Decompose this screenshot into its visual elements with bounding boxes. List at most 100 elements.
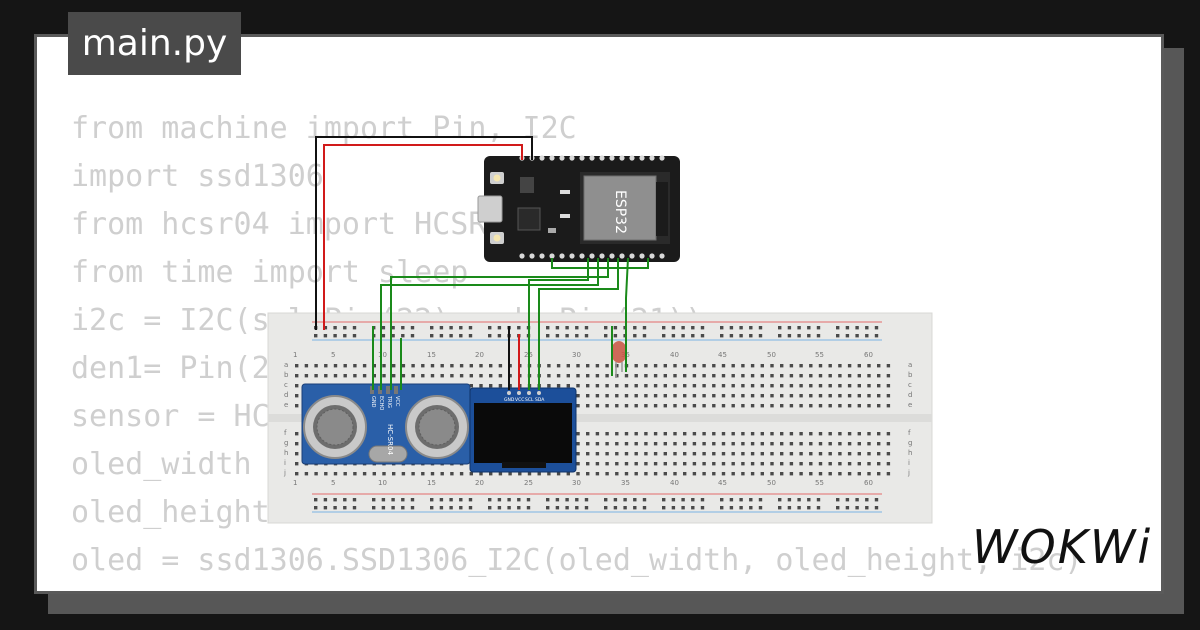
row-letter: a xyxy=(284,361,288,369)
col-number: 20 xyxy=(475,351,484,359)
breadboard-hole xyxy=(449,498,453,502)
breadboard-hole xyxy=(845,506,850,510)
led[interactable] xyxy=(611,341,627,378)
breadboard-hole xyxy=(877,374,881,378)
breadboard-hole xyxy=(729,326,734,330)
breadboard-hole xyxy=(615,442,619,446)
breadboard-hole xyxy=(488,506,492,510)
breadboard-hole xyxy=(780,394,784,398)
breadboard-hole xyxy=(644,364,648,368)
breadboard-hole xyxy=(720,506,724,510)
breadboard-hole xyxy=(498,472,503,476)
esp32-pin xyxy=(569,253,575,259)
breadboard-hole xyxy=(750,462,755,466)
breadboard-hole xyxy=(430,374,435,378)
breadboard-hole xyxy=(634,432,638,436)
breadboard-hole xyxy=(624,404,629,408)
breadboard-hole xyxy=(565,506,569,510)
breadboard-hole xyxy=(624,374,629,378)
breadboard-hole xyxy=(741,452,745,456)
breadboard-hole xyxy=(750,452,755,456)
col-number: 45 xyxy=(718,351,727,359)
breadboard-hole xyxy=(818,374,823,378)
breadboard-hole xyxy=(855,506,859,510)
breadboard-hole xyxy=(642,326,647,330)
breadboard-hole xyxy=(449,506,453,510)
breadboard-hole xyxy=(411,374,415,378)
breadboard-hole xyxy=(855,326,859,330)
breadboard-hole xyxy=(613,326,618,330)
breadboard-hole xyxy=(497,334,502,338)
breadboard-hole xyxy=(681,334,685,338)
breadboard-hole xyxy=(391,506,395,510)
breadboard-hole xyxy=(692,374,697,378)
breadboard-hole xyxy=(838,452,842,456)
breadboard-hole xyxy=(770,432,774,436)
breadboard-hole xyxy=(613,506,618,510)
breadboard-hole xyxy=(780,432,784,436)
breadboard-hole xyxy=(653,404,658,408)
breadboard-hole xyxy=(323,506,328,510)
breadboard-hole xyxy=(797,498,801,502)
row-letter: e xyxy=(284,401,288,409)
wire-gnd xyxy=(315,136,533,330)
breadboard-hole xyxy=(809,472,813,476)
wire-vcc xyxy=(323,144,523,330)
breadboard-hole xyxy=(653,452,658,456)
ultrasonic-sensor[interactable]: HC-SR04 GND ECHO TRIG VCC xyxy=(301,383,471,465)
breadboard-hole xyxy=(440,472,444,476)
breadboard-hole xyxy=(809,442,813,446)
breadboard-hole xyxy=(576,452,580,456)
breadboard-hole xyxy=(333,364,338,368)
breadboard-hole xyxy=(867,404,871,408)
breadboard-hole xyxy=(721,452,726,456)
breadboard-hole xyxy=(865,498,869,502)
breadboard-hole xyxy=(352,498,357,502)
breadboard-hole xyxy=(555,506,560,510)
breadboard-hole xyxy=(702,374,706,378)
breadboard-hole xyxy=(847,462,852,466)
breadboard-hole xyxy=(816,326,821,330)
breadboard-hole xyxy=(498,374,503,378)
breadboard-hole xyxy=(381,326,386,330)
row-letter: j xyxy=(283,469,286,477)
esp32-pin xyxy=(639,155,645,161)
breadboard-hole xyxy=(809,374,813,378)
breadboard-hole xyxy=(818,404,823,408)
breadboard-hole xyxy=(605,462,609,466)
breadboard-hole xyxy=(507,498,511,502)
breadboard-hole xyxy=(673,404,677,408)
breadboard-hole xyxy=(838,442,842,446)
breadboard-hole xyxy=(683,442,687,446)
breadboard-hole xyxy=(653,374,658,378)
breadboard-hole xyxy=(381,506,386,510)
breadboard-hole xyxy=(410,498,415,502)
breadboard-hole xyxy=(586,384,590,388)
breadboard-hole xyxy=(838,374,842,378)
row-letter: i xyxy=(908,459,910,467)
esp32-board[interactable]: ESP32 xyxy=(477,155,680,262)
breadboard-hole xyxy=(874,506,879,510)
breadboard-hole xyxy=(324,374,328,378)
breadboard-hole xyxy=(691,506,695,510)
breadboard-hole xyxy=(721,462,726,466)
breadboard-hole xyxy=(489,472,493,476)
oled-display[interactable]: GND VCC SCL SDA xyxy=(469,387,577,473)
row-letter: f xyxy=(284,429,287,437)
breadboard-hole xyxy=(662,334,666,338)
breadboard-hole xyxy=(877,462,881,466)
breadboard-hole xyxy=(770,404,774,408)
breadboard-hole xyxy=(382,364,386,368)
breadboard-hole xyxy=(857,404,861,408)
breadboard-hole xyxy=(663,374,667,378)
breadboard-hole xyxy=(547,374,551,378)
breadboard-hole xyxy=(440,364,444,368)
esp32-pin xyxy=(519,253,525,259)
breadboard-hole xyxy=(857,374,861,378)
col-number: 5 xyxy=(331,351,335,359)
breadboard-hole xyxy=(430,364,435,368)
breadboard-hole xyxy=(683,462,687,466)
breadboard-hole xyxy=(411,364,415,368)
breadboard-hole xyxy=(343,472,347,476)
breadboard-hole xyxy=(750,472,755,476)
